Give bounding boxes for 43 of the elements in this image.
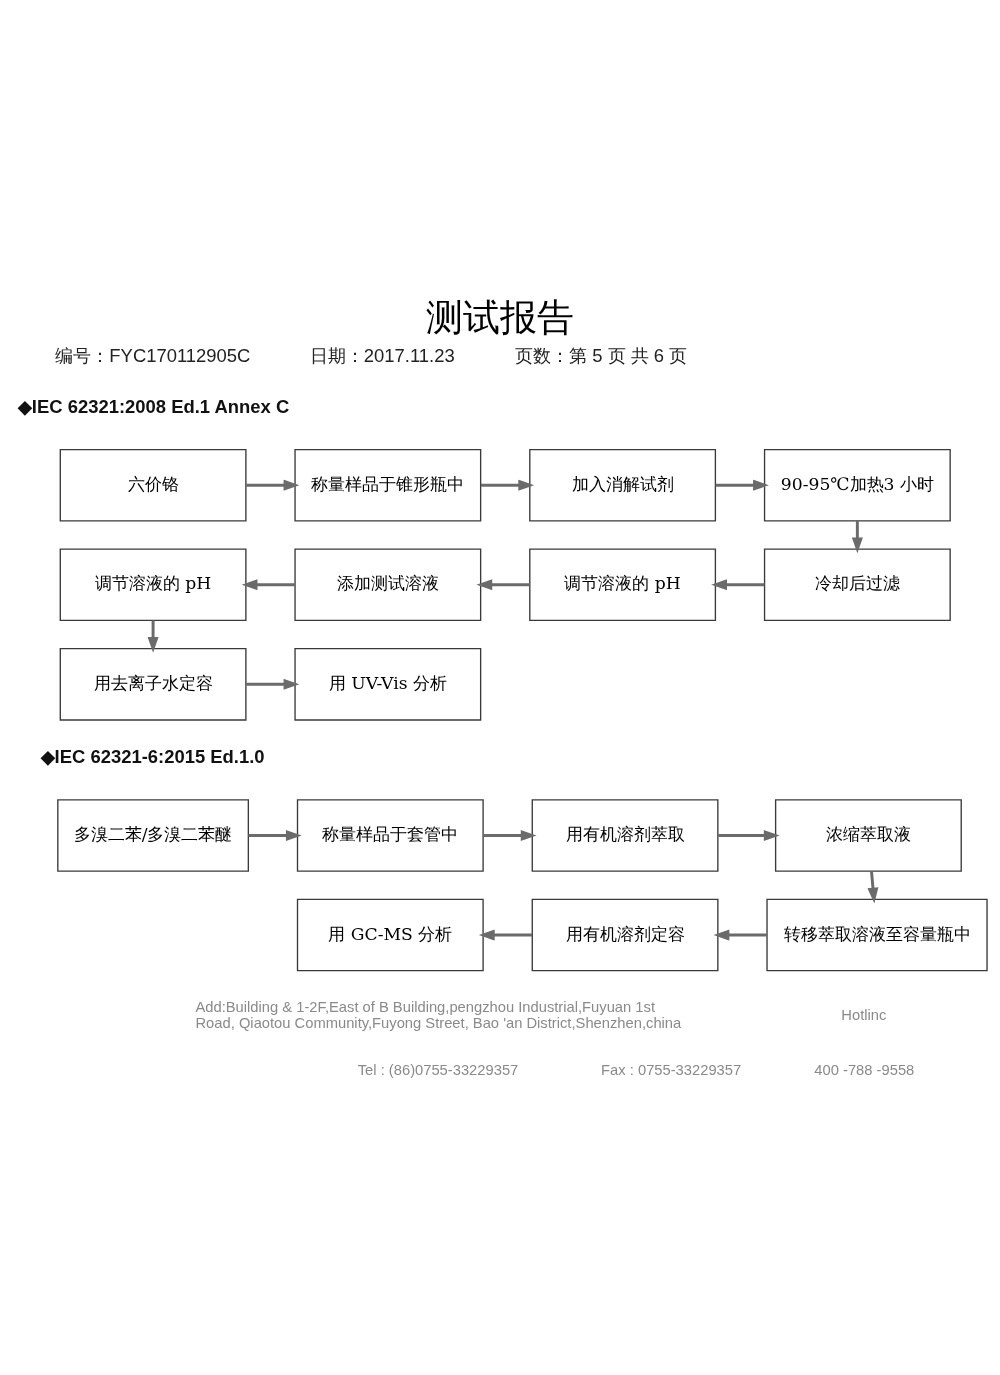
node-box: 多溴二苯/多溴二苯醚 bbox=[57, 798, 249, 872]
arrow bbox=[711, 578, 765, 590]
label: 400 -788 -9558 bbox=[814, 1061, 915, 1078]
label: ◆IEC 62321:2008 Ed.1 Annex C bbox=[17, 395, 290, 417]
arrow bbox=[715, 479, 769, 491]
node-box: 六价铬 bbox=[59, 448, 247, 521]
arrow bbox=[867, 870, 879, 904]
arrow bbox=[483, 829, 537, 841]
label: 日期：2017.11.23 bbox=[309, 344, 455, 366]
label: Add:Building & 1-2F,East of B Building,pengzhou Industrial,Fuyuan 1st Road, Qiaotou Community,Fuyong Street, Bao 'an District,Shenzhen,china bbox=[195, 998, 682, 1031]
node-box: 加入消解试剂 bbox=[529, 448, 717, 521]
label: Hotlinc bbox=[841, 1006, 887, 1023]
label: 页数：第 5 页 共 6 页 bbox=[515, 344, 688, 366]
label: ◆IEC 62321-6:2015 Ed.1.0 bbox=[40, 745, 265, 767]
node-box: 用有机溶剂萃取 bbox=[531, 798, 719, 872]
arrow bbox=[476, 578, 530, 590]
arrow bbox=[713, 929, 767, 941]
label: Tel : (86)0755-33229357 bbox=[357, 1061, 519, 1078]
node-box: 称量样品于锥形瓶中 bbox=[294, 448, 482, 521]
arrow bbox=[718, 829, 780, 841]
label: 编号：FYC170112905C bbox=[55, 344, 251, 366]
arrow bbox=[241, 578, 295, 590]
arrow bbox=[480, 479, 535, 491]
node-box: 用 UV-Vis 分析 bbox=[294, 647, 482, 721]
node-box: 添加测试溶液 bbox=[294, 547, 482, 621]
arrow bbox=[147, 620, 159, 653]
arrow bbox=[246, 479, 300, 491]
node-box: 转移萃取溶液至容量瓶中 bbox=[766, 898, 988, 971]
arrow bbox=[248, 829, 302, 841]
arrow bbox=[478, 929, 533, 941]
node-box: 称量样品于套管中 bbox=[296, 798, 484, 872]
node-box: 90-95℃加热3 小时 bbox=[763, 448, 951, 521]
node-box: 调节溶液的 pH bbox=[59, 547, 247, 621]
node-box: 用去离子水定容 bbox=[59, 647, 247, 721]
node-box: 用有机溶剂定容 bbox=[531, 898, 719, 971]
label: Fax : 0755-33229357 bbox=[601, 1061, 742, 1078]
arrow bbox=[246, 678, 300, 690]
node-box: 冷却后过滤 bbox=[763, 547, 951, 621]
node-box: 用 GC-MS 分析 bbox=[296, 898, 484, 971]
diagram-title: 测试报告 bbox=[426, 296, 574, 338]
node-box: 调节溶液的 pH bbox=[529, 547, 717, 621]
node-box: 浓缩萃取液 bbox=[774, 798, 962, 872]
arrow bbox=[851, 520, 863, 553]
